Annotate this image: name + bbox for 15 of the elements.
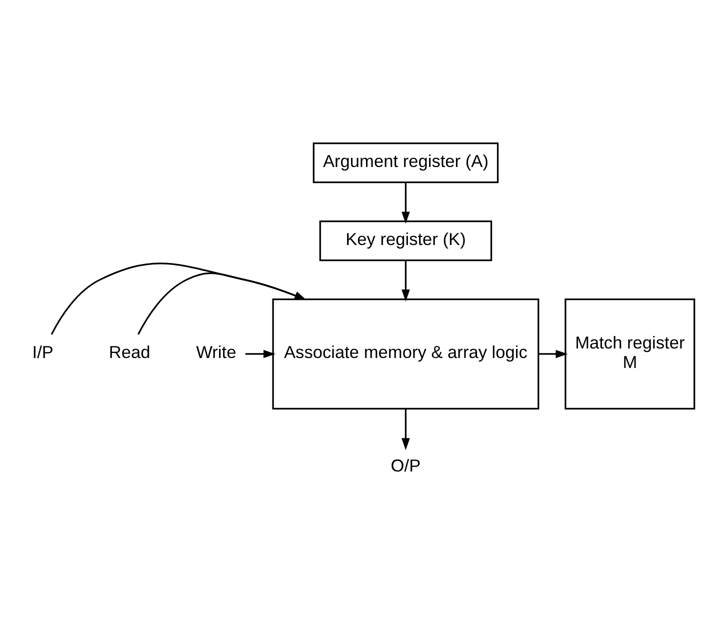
node-text: Read [108, 342, 150, 362]
arrow [538, 349, 568, 358]
node-text: Write [196, 342, 236, 362]
node-box: Argument register (A) [312, 142, 498, 183]
node-text: O/P [390, 454, 420, 475]
node-box: Match register M [564, 298, 695, 409]
node-box: Associate memory & array logic [272, 298, 539, 409]
arrow [401, 408, 410, 450]
arrow [401, 182, 410, 224]
node-box: Key register (K) [318, 220, 492, 261]
arrow [50, 262, 306, 334]
arrow [137, 272, 306, 334]
node-text: I/P [32, 342, 53, 362]
arrow [244, 349, 275, 358]
arrow [401, 260, 410, 301]
